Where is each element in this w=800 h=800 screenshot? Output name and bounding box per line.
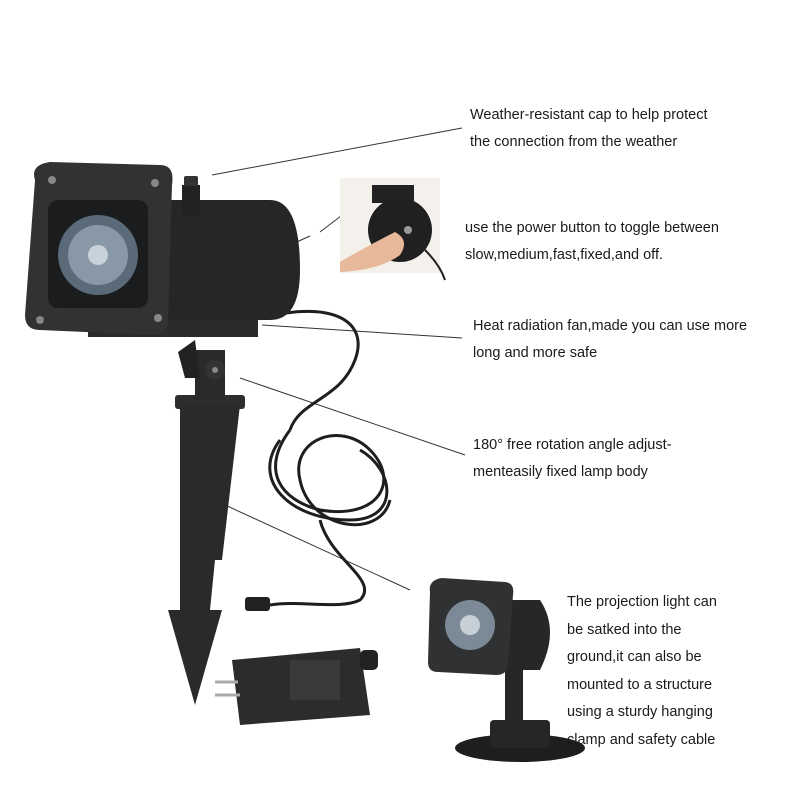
leader-line-cap: [211, 127, 463, 176]
annotation-rotation: 180° free rotation angle adjust- menteas…: [473, 432, 671, 486]
annotation-line: ground,it can also be: [567, 649, 702, 665]
annotation-line: the connection from the weather: [470, 134, 678, 150]
annotation-weather-cap: Weather-resistant cap to help protect th…: [470, 102, 708, 156]
power-button-photo: [340, 178, 446, 281]
leader-line-rotation: [239, 377, 466, 456]
annotation-power-button: use the power button to toggle between s…: [465, 215, 719, 269]
ground-stake: [168, 340, 245, 705]
projector-mounted: [428, 578, 585, 762]
annotation-line: 180° free rotation angle adjust-: [473, 437, 672, 453]
power-cable: [261, 309, 392, 607]
annotation-line: clamp and safety cable: [567, 731, 716, 748]
annotation-line: long and more safe: [473, 345, 598, 361]
leader-line-stake: [224, 504, 411, 591]
annotation-line: use the power button to toggle between: [465, 220, 719, 236]
annotation-line: Heat radiation fan,made you can use more: [473, 318, 748, 334]
leader-line-fan: [261, 324, 463, 339]
annotation-line: mounted to a structure: [567, 676, 713, 693]
annotation-line: Weather-resistant cap to help protect: [470, 107, 708, 123]
annotation-mounting: The projection light can be satked into …: [567, 589, 717, 754]
annotation-heat-fan: Heat radiation fan,made you can use more…: [473, 313, 747, 367]
annotation-line: menteasily fixed lamp body: [473, 464, 648, 480]
annotation-line: slow,medium,fast,fixed,and off.: [465, 247, 664, 263]
leader-lines: [211, 127, 466, 591]
projector-main: [25, 162, 300, 337]
cable-connector: [245, 597, 270, 611]
annotation-line: be satked into the: [567, 621, 682, 638]
annotation-line: The projection light can: [567, 594, 717, 610]
weather-cap: [182, 185, 200, 215]
annotation-line: using a sturdy hanging: [567, 704, 713, 720]
power-adapter: [215, 648, 378, 725]
